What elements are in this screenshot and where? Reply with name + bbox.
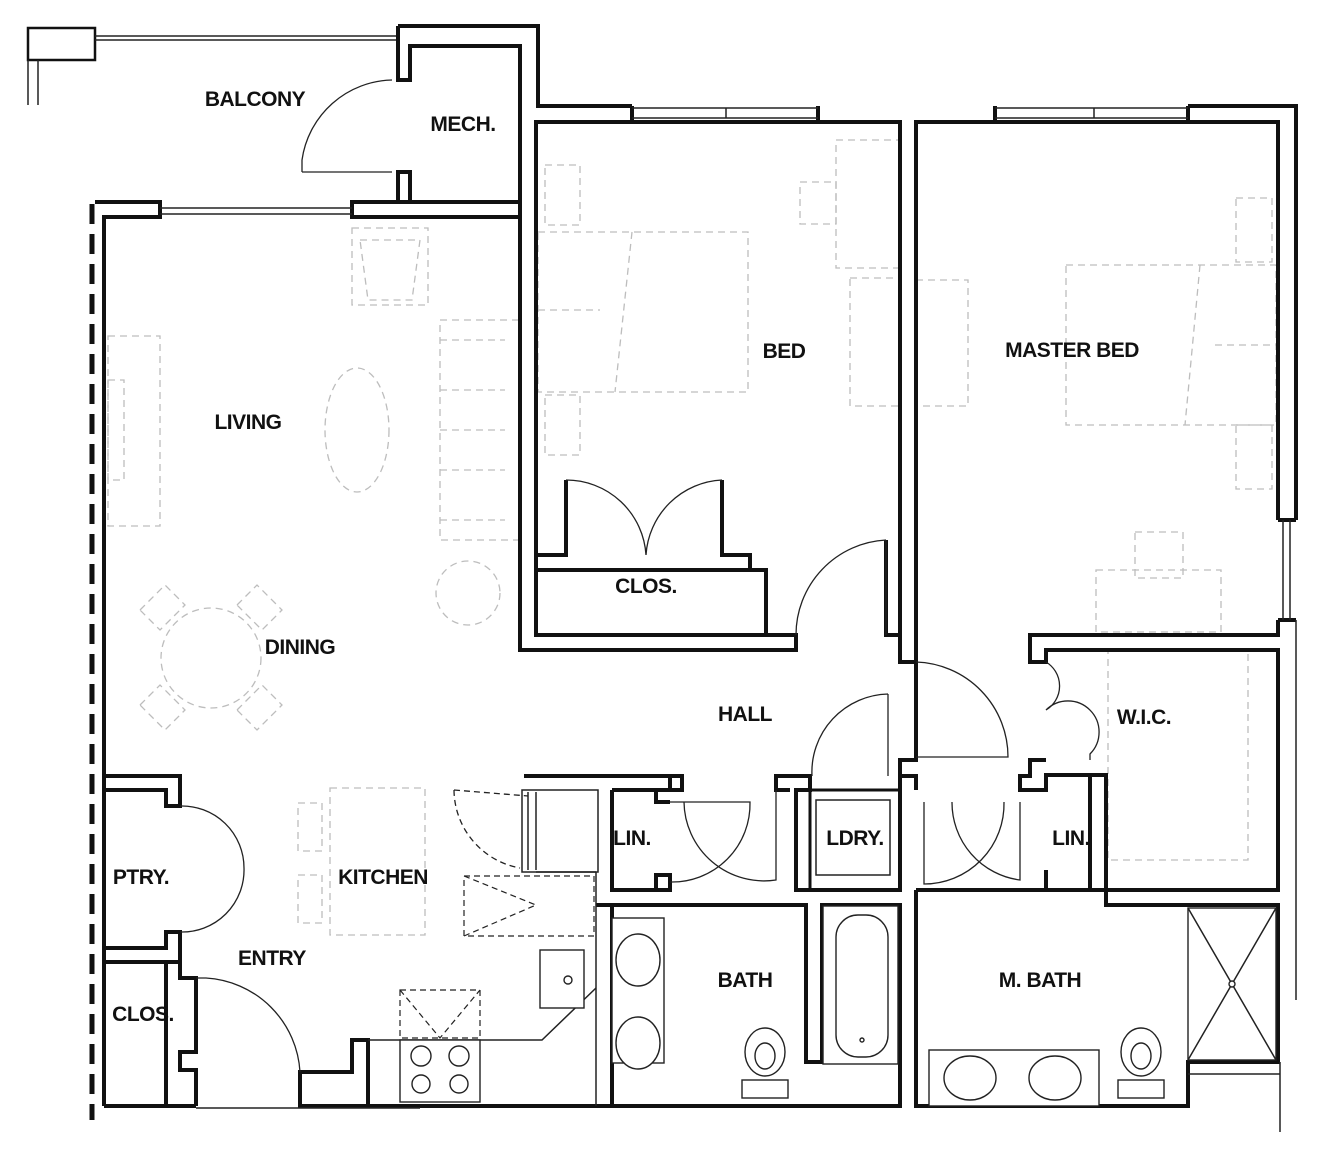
walls bbox=[26, 24, 1298, 1132]
fixtures bbox=[399, 875, 1277, 1107]
label-kitchen: KITCHEN bbox=[338, 866, 428, 889]
label-wic: W.I.C. bbox=[1117, 706, 1171, 729]
label-entry: ENTRY bbox=[238, 947, 306, 970]
furniture-layer bbox=[107, 139, 1277, 936]
label-linen-left: LIN. bbox=[613, 827, 651, 850]
label-balcony: BALCONY bbox=[205, 88, 306, 111]
label-entry-closet: CLOS. bbox=[112, 1003, 174, 1026]
room-labels: BALCONY MECH. LIVING DINING BED CLOS. MA… bbox=[112, 88, 1171, 1026]
doors bbox=[179, 79, 1100, 1073]
label-bed: BED bbox=[763, 340, 806, 363]
label-bed-closet: CLOS. bbox=[615, 575, 677, 598]
label-laundry: LDRY. bbox=[826, 827, 883, 850]
label-dining: DINING bbox=[265, 636, 336, 659]
label-pantry: PTRY. bbox=[113, 866, 169, 889]
label-linen-right: LIN. bbox=[1052, 827, 1090, 850]
label-living: LIVING bbox=[214, 411, 281, 434]
label-master-bed: MASTER BED bbox=[1005, 339, 1139, 362]
label-bath: BATH bbox=[718, 969, 773, 992]
label-mech: MECH. bbox=[430, 113, 495, 136]
label-hall: HALL bbox=[718, 703, 773, 726]
label-master-bath: M. BATH bbox=[999, 969, 1081, 992]
